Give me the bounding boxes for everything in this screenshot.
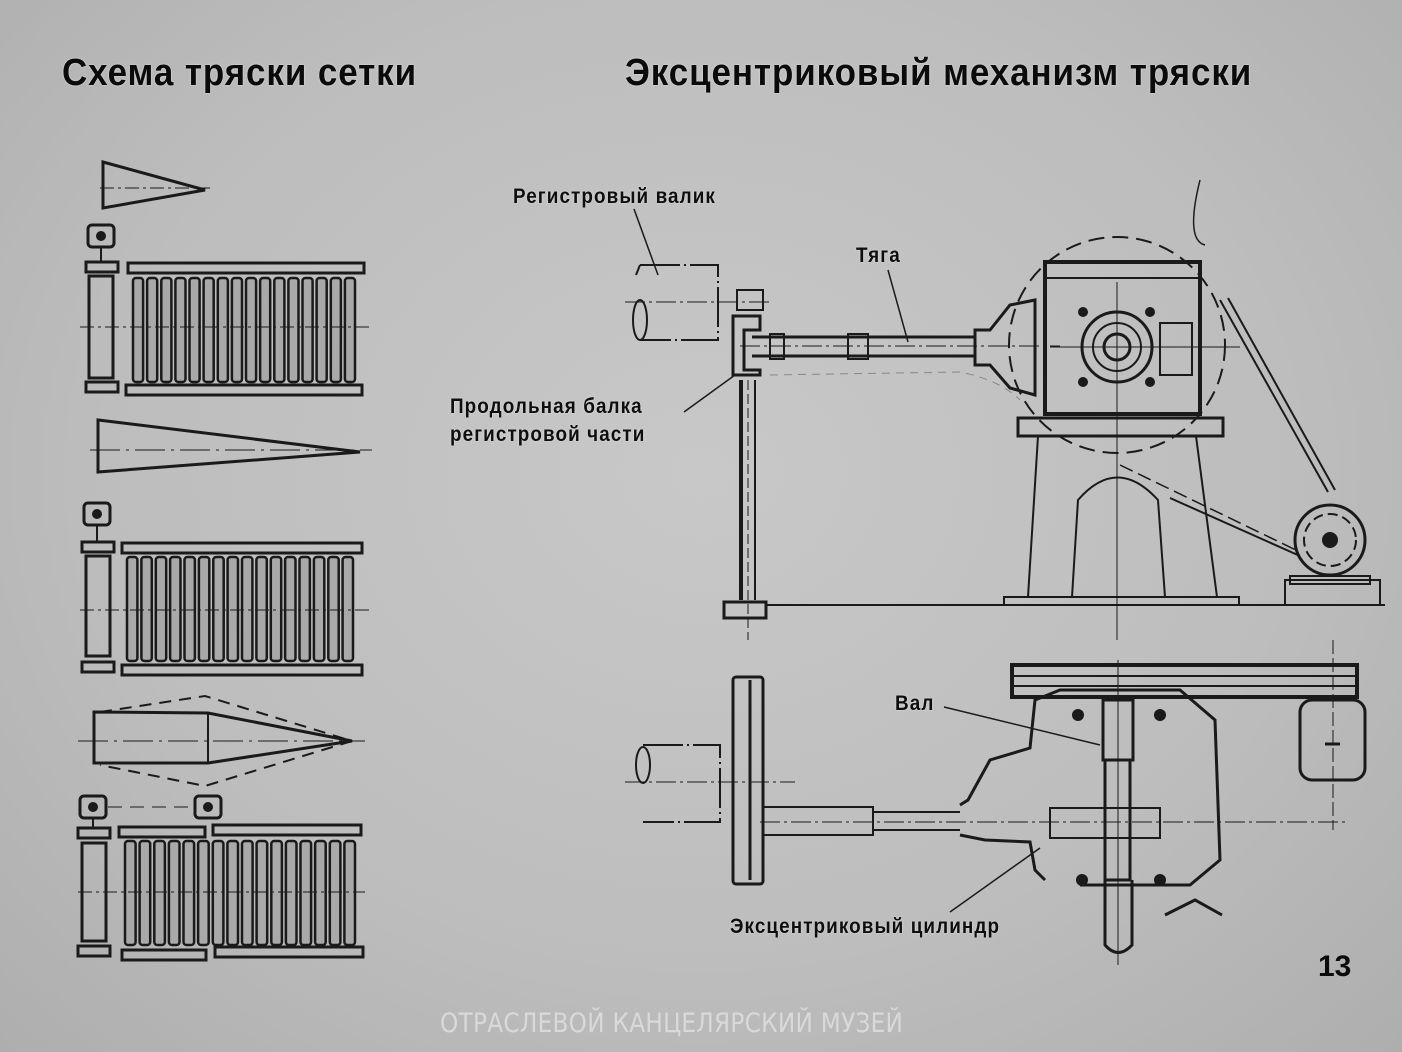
table-roller: [341, 555, 355, 663]
table-roller: [216, 276, 230, 384]
frame-top-2: [120, 541, 364, 555]
label-shaft: Вал: [895, 692, 935, 715]
leader-lines: [633, 208, 1101, 913]
label-rod: Тяга: [856, 244, 901, 267]
table-roller: [329, 276, 343, 384]
table-roller: [182, 839, 196, 947]
frame-bottom-2: [120, 663, 364, 677]
table-roller: [160, 276, 173, 384]
table-roller: [284, 839, 298, 947]
table-roller: [270, 839, 284, 947]
table-roller: [230, 276, 244, 384]
table-roller: [123, 839, 137, 947]
table-roller: [211, 839, 225, 947]
table-roller: [299, 839, 313, 947]
table-roller: [328, 839, 342, 947]
table-roller: [312, 555, 326, 663]
scheme-3: [76, 694, 365, 962]
label-longitudinal-beam-1: Продольная балка: [450, 395, 643, 418]
frame-top-1: [126, 261, 366, 275]
table-roller: [153, 839, 167, 947]
label-longitudinal-beam-2: регистровой части: [450, 423, 646, 446]
amplitude-triangle-2: [96, 418, 361, 474]
scheme-1: [80, 160, 372, 397]
side-view: [625, 179, 1385, 640]
table-roller: [315, 276, 328, 384]
table-roller: [202, 276, 215, 384]
table-roller: [343, 839, 357, 947]
table-roller: [240, 839, 254, 947]
table-roller: [327, 555, 340, 663]
table-roller: [197, 555, 211, 663]
label-eccentric-cylinder: Эксцентриковый цилиндр: [730, 915, 1001, 938]
table-roller: [125, 555, 139, 663]
table-roller: [240, 555, 254, 663]
longitudinal-beam-plan: [731, 675, 765, 886]
table-roller: [255, 555, 269, 663]
table-roller: [154, 555, 168, 663]
table-roller: [283, 555, 297, 663]
table-roller: [226, 839, 240, 947]
table-roller: [269, 555, 283, 663]
table-roller: [196, 839, 210, 947]
table-roller: [174, 276, 187, 384]
pulley-belt: [1010, 663, 1359, 699]
table-roller: [131, 276, 145, 384]
table-roller: [167, 839, 181, 947]
page-number: 13: [1318, 950, 1352, 983]
scheme-2: [80, 418, 372, 677]
amplitude-pentagon: [92, 710, 353, 765]
left-title: Схема тряски сетки: [62, 52, 418, 94]
table-roller: [301, 276, 314, 384]
table-roller: [138, 839, 152, 947]
table-roller: [244, 276, 258, 384]
table-roller: [343, 276, 357, 384]
table-roller: [298, 555, 312, 663]
plan-view: [625, 640, 1367, 965]
frame-bottom-1: [124, 383, 364, 397]
table-roller: [273, 276, 286, 384]
table-roller: [258, 276, 272, 384]
table-roller: [287, 276, 300, 384]
watermark: ОТРАСЛЕВОЙ КАНЦЕЛЯРСКИЙ МУЗЕЙ: [440, 1008, 904, 1039]
table-roller: [226, 555, 240, 663]
table-roller: [212, 555, 225, 663]
table-roller: [168, 555, 182, 663]
right-title: Эксцентриковый механизм тряски: [625, 52, 1253, 94]
table-roller: [255, 839, 269, 947]
table-roller: [313, 839, 327, 947]
drive-eccentric-3b: [193, 794, 223, 820]
table-roller: [140, 555, 154, 663]
table-roller: [145, 276, 159, 384]
label-register-roller: Регистровый валик: [513, 185, 716, 208]
table-roller: [188, 276, 201, 384]
breast-roll-2: [84, 554, 112, 658]
table-roller: [183, 555, 197, 663]
amplitude-triangle-1: [101, 160, 206, 210]
